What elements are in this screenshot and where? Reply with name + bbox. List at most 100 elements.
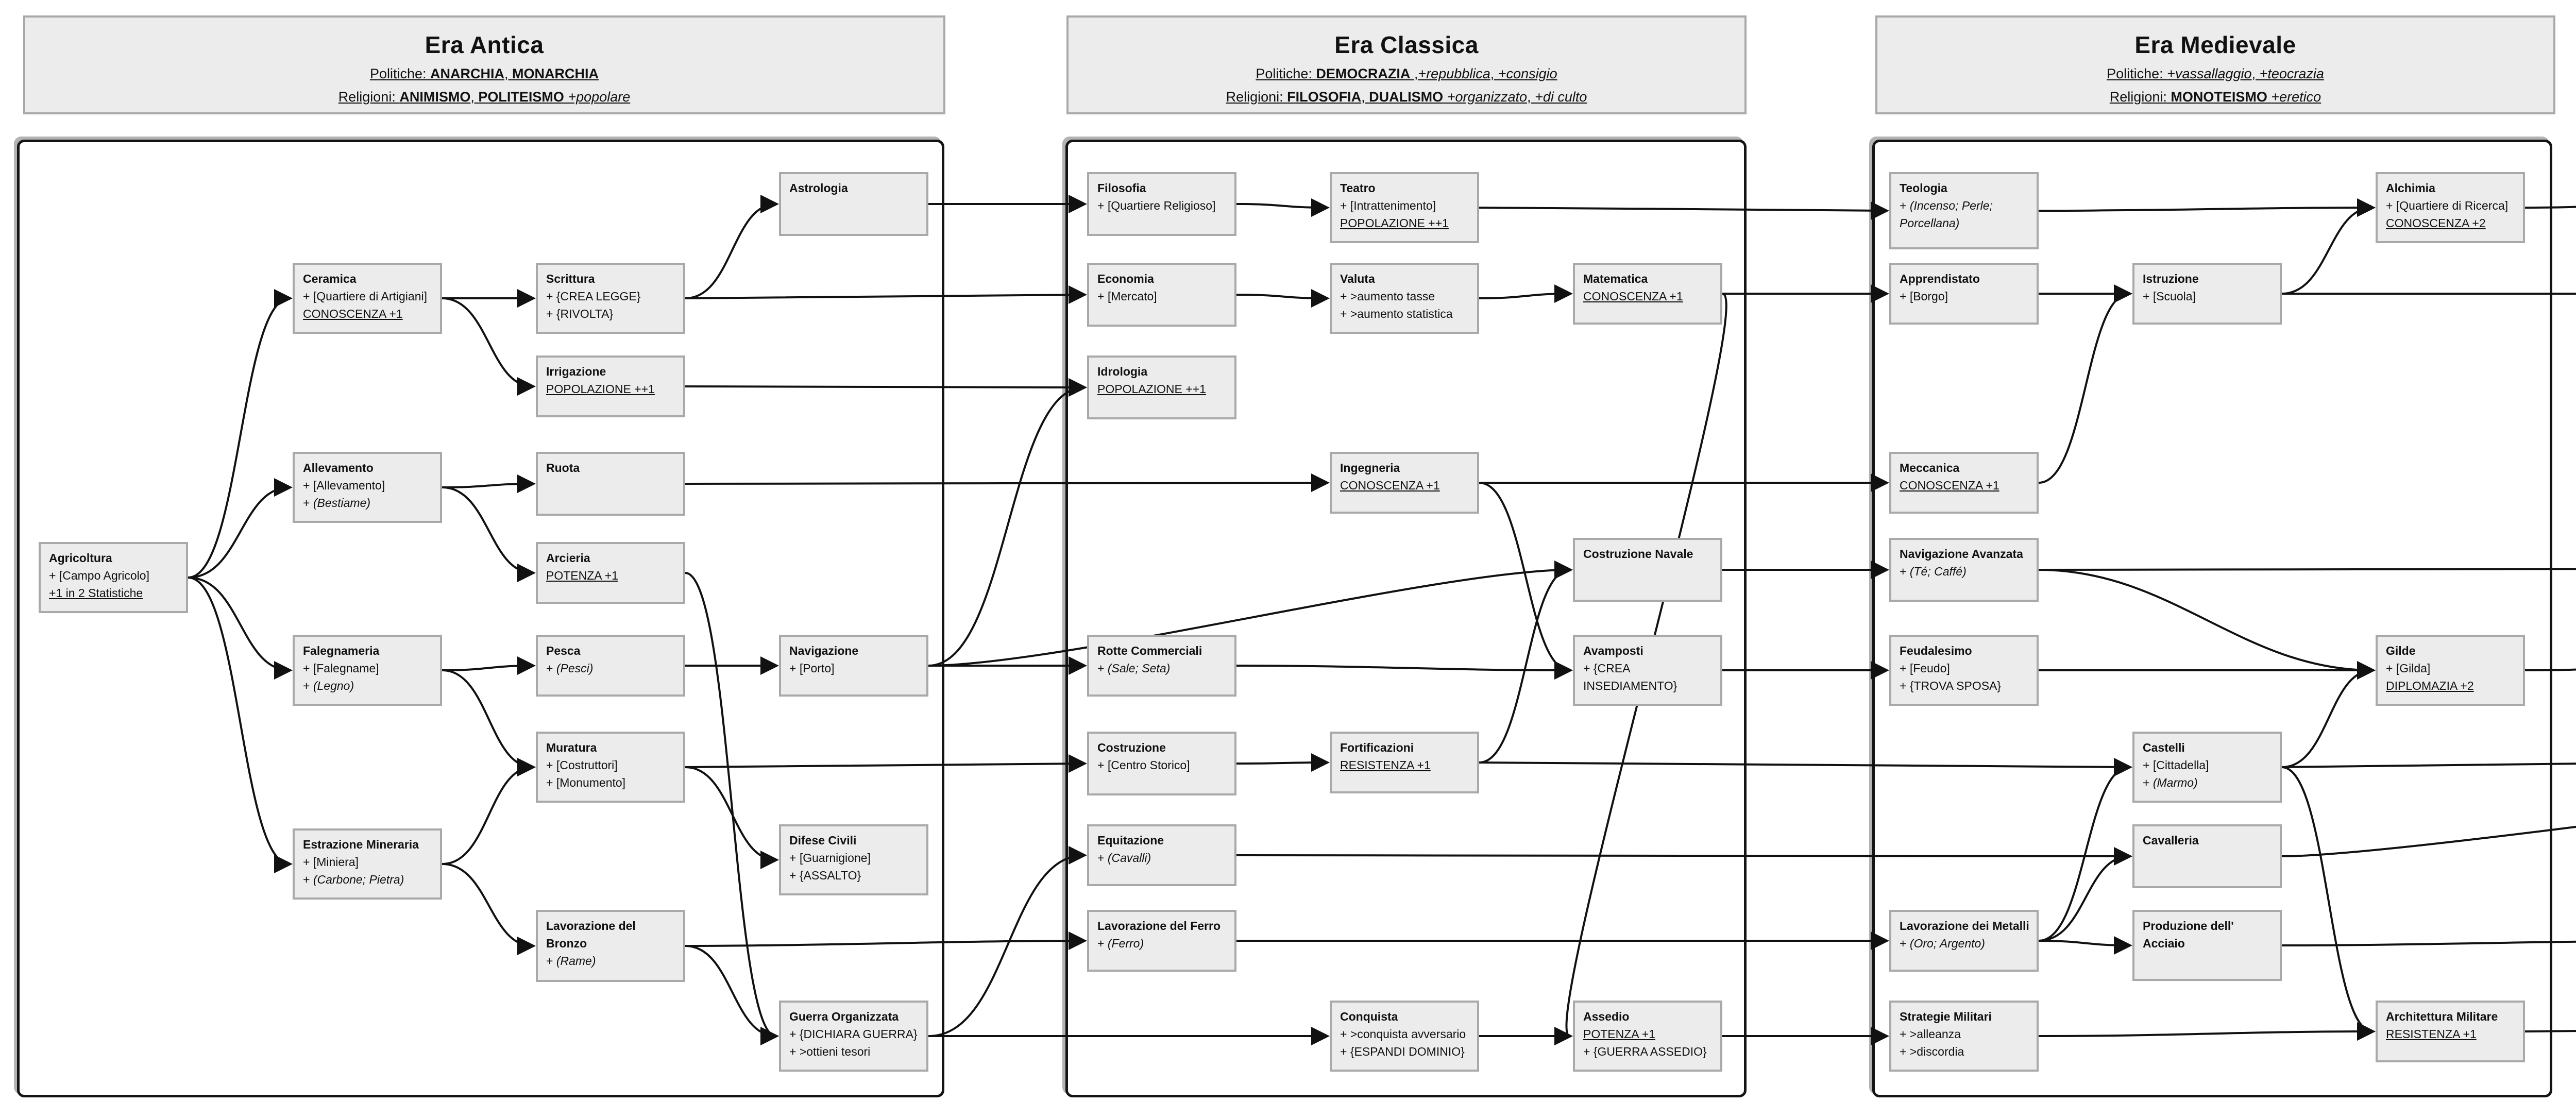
edge-allevamento-ruota	[442, 475, 536, 494]
tech-node-rotte_commerciali[interactable]: Rotte Commerciali+ (Sale; Seta)	[1087, 635, 1236, 697]
text-run: Porcellana)	[1900, 216, 1960, 230]
tech-node-pesca[interactable]: Pesca+ (Pesci)	[536, 635, 685, 697]
tech-node-istruzione[interactable]: Istruzione+ [Scuola]	[2132, 263, 2282, 325]
edge-rotte_commerciali-avamposti	[1236, 660, 1573, 680]
tech-node-filosofia[interactable]: Filosofia+ [Quartiere Religioso]	[1087, 172, 1236, 236]
tech-node-equitazione[interactable]: Equitazione+ (Cavalli)	[1087, 824, 1236, 886]
tech-node-ceramica[interactable]: Ceramica+ [Quartiere di Artigiani]CONOSC…	[293, 263, 442, 334]
era-politiche: Politiche: +vassallaggio, +teocrazia	[1877, 66, 2553, 82]
tech-node-produzione_acciaio[interactable]: Produzione dell'Acciaio	[2132, 910, 2282, 981]
text-run: + >alleanza	[1900, 1027, 1961, 1041]
node-line: + [Feudo]	[1900, 659, 2029, 677]
text-run: Produzione dell'	[2143, 919, 2234, 933]
tech-node-apprendistato[interactable]: Apprendistato+ [Borgo]	[1889, 263, 2039, 325]
tech-node-castelli[interactable]: Castelli+ [Cittadella]+ (Marmo)	[2132, 732, 2282, 803]
tech-node-lavorazione_metalli[interactable]: Lavorazione dei Metalli+ (Oro; Argento)	[1889, 910, 2039, 972]
text-run: Avamposti	[1583, 644, 1643, 657]
node-line: POPOLAZIONE ++1	[1097, 380, 1227, 398]
node-line: + {TROVA SPOSA}	[1900, 677, 2029, 694]
node-line: + [Monumento]	[546, 774, 676, 791]
tech-node-alchimia[interactable]: Alchimia+ [Quartiere di Ricerca]CONOSCEN…	[2376, 172, 2525, 243]
tech-node-agricoltura[interactable]: Agricoltura+ [Campo Agricolo]+1 in 2 Sta…	[39, 542, 188, 613]
text-run: +	[303, 496, 313, 510]
text-run: (Carbone; Pietra)	[313, 873, 404, 886]
tech-node-falegnameria[interactable]: Falegnameria+ [Falegname]+ (Legno)	[293, 635, 442, 706]
edge-lavorazione_metalli-castelli	[2038, 758, 2132, 942]
tech-node-conquista[interactable]: Conquista+ >conquista avversario+ {ESPAN…	[1330, 1001, 1479, 1072]
tech-node-guerra_organizzata[interactable]: Guerra Organizzata+ {DICHIARA GUERRA}+ >…	[779, 1001, 928, 1072]
node-line: Ruota	[546, 459, 676, 477]
text-run: +consigio	[1498, 66, 1557, 81]
node-line: + >ottieni tesori	[789, 1043, 919, 1060]
tech-node-cavalleria[interactable]: Cavalleria	[2132, 824, 2282, 888]
text-run: CONOSCENZA +1	[303, 307, 403, 320]
tech-node-ruota[interactable]: Ruota	[536, 452, 685, 516]
tech-node-lavorazione_ferro[interactable]: Lavorazione del Ferro+ (Ferro)	[1087, 910, 1236, 972]
tech-node-estrazione_mineraria[interactable]: Estrazione Mineraria+ [Miniera]+ (Carbon…	[293, 828, 442, 900]
era-title: Era Antica	[425, 31, 544, 58]
edge-agricoltura-estrazione_mineraria	[188, 577, 293, 873]
tech-node-costruzione[interactable]: Costruzione+ [Centro Storico]	[1087, 732, 1236, 795]
text-run: Gilde	[2386, 644, 2416, 657]
text-run: +popolare	[568, 89, 631, 105]
tech-node-strategie_militari[interactable]: Strategie Militari+ >alleanza+ >discordi…	[1889, 1001, 2039, 1072]
text-run: + {ASSALTO}	[789, 869, 861, 882]
text-run: Lavorazione del	[546, 919, 636, 933]
text-run: POPOLAZIONE ++1	[1340, 216, 1449, 230]
text-run: ,	[1527, 89, 1535, 105]
tech-node-feudalesimo[interactable]: Feudalesimo+ [Feudo]+ {TROVA SPOSA}	[1889, 635, 2039, 706]
text-run: +	[1097, 662, 1108, 675]
node-line: Cavalleria	[2143, 832, 2273, 849]
edge-istruzione-alchimia	[2281, 198, 2376, 295]
node-line: + [Intrattenimento]	[1340, 197, 1470, 214]
tech-node-astrologia[interactable]: Astrologia	[779, 172, 928, 236]
text-run: Economia	[1097, 272, 1154, 285]
tech-node-allevamento[interactable]: Allevamento+ [Allevamento]+ (Bestiame)	[293, 452, 442, 523]
node-line: + [Quartiere di Artigiani]	[303, 287, 433, 305]
tech-node-teologia[interactable]: Teologia+ (Incenso; Perle;Porcellana)	[1889, 172, 2039, 249]
node-line: Castelli	[2143, 739, 2273, 756]
tech-node-teatro[interactable]: Teatro+ [Intrattenimento]POPOLAZIONE ++1	[1330, 172, 1479, 243]
tech-node-costruzione_navale[interactable]: Costruzione Navale	[1573, 538, 1722, 602]
tech-node-navigazione_avanzata[interactable]: Navigazione Avanzata+ (Té; Caffé)	[1889, 538, 2039, 602]
era-header-antica: Era Antica Politiche: ANARCHIA, MONARCHI…	[23, 15, 945, 114]
text-run: + [Monumento]	[546, 776, 626, 789]
edge-produzione_acciaio-armi_da_fuoco	[2281, 940, 2576, 946]
node-line: Assedio	[1583, 1008, 1713, 1025]
text-run: (Legno)	[313, 679, 354, 692]
text-run: (Rame)	[556, 954, 596, 968]
tech-node-scrittura[interactable]: Scrittura+ {CREA LEGGE}+ {RIVOLTA}	[536, 263, 685, 334]
node-line: + {RIVOLTA}	[546, 305, 676, 323]
tech-node-gilde[interactable]: Gilde+ [Gilda]DIPLOMAZIA +2	[2376, 635, 2525, 706]
text-run: Agricoltura	[49, 551, 112, 565]
edge-gilde-cartografia	[2524, 668, 2576, 671]
text-run: + [Porto]	[789, 662, 835, 675]
node-line: + (Rame)	[546, 952, 676, 970]
node-line: Porcellana)	[1900, 214, 2029, 232]
node-line: + {DICHIARA GUERRA}	[789, 1025, 919, 1043]
text-run: + [Borgo]	[1900, 290, 1948, 303]
tech-node-valuta[interactable]: Valuta+ >aumento tasse+ >aumento statist…	[1330, 263, 1479, 334]
tech-node-difese_civili[interactable]: Difese Civili+ [Guarnigione]+ {ASSALTO}	[779, 824, 928, 895]
text-run: (Sale; Seta)	[1107, 662, 1171, 675]
text-run: + [Gilda]	[2386, 662, 2431, 675]
node-line: + [Porto]	[789, 659, 919, 677]
node-line: + [Gilda]	[2386, 659, 2516, 677]
text-run: Religioni:	[2109, 89, 2171, 105]
tech-node-muratura[interactable]: Muratura+ [Costruttori]+ [Monumento]	[536, 732, 685, 803]
tech-node-navigazione[interactable]: Navigazione+ [Porto]	[779, 635, 928, 697]
tech-node-economia[interactable]: Economia+ [Mercato]	[1087, 263, 1236, 327]
edge-arcieria-guerra_organizzata	[685, 572, 779, 1045]
